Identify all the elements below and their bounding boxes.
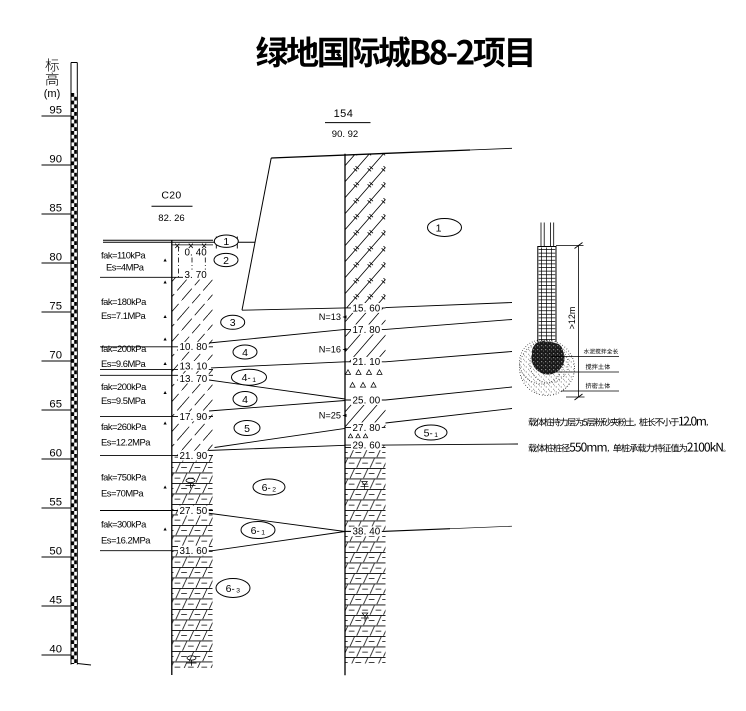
svg-text:0. 40: 0. 40 [185,247,208,258]
svg-text:70: 70 [49,350,62,362]
svg-text:5: 5 [244,423,250,435]
svg-text:40: 40 [49,644,62,656]
svg-text:1: 1 [252,377,256,384]
svg-text:1: 1 [223,236,229,248]
svg-text:13. 10: 13. 10 [180,361,208,372]
svg-text:90: 90 [49,154,62,166]
svg-text:Es=7.1MPa: Es=7.1MPa [101,310,147,321]
svg-text:(m): (m) [44,88,61,100]
svg-text:80: 80 [49,252,62,264]
svg-text:-: - [268,483,271,494]
svg-text:31. 60: 31. 60 [180,546,208,557]
svg-text:10. 80: 10. 80 [180,342,208,353]
svg-text:3. 70: 3. 70 [185,270,208,281]
svg-text:90. 92: 90. 92 [332,129,358,140]
svg-text:fak=180kPa: fak=180kPa [101,296,147,307]
svg-text:15. 60: 15. 60 [353,303,381,314]
svg-text:4: 4 [242,372,248,384]
svg-text:-: - [232,584,235,595]
svg-text:55: 55 [49,497,62,509]
svg-text:-: - [248,373,251,384]
svg-text:fak=110kPa: fak=110kPa [101,249,146,260]
svg-text:4: 4 [242,394,248,406]
svg-text:60: 60 [49,448,62,460]
svg-text:-: - [257,526,260,537]
svg-text:Es=9.5MPa: Es=9.5MPa [101,395,147,406]
svg-text:N=13: N=13 [319,312,341,322]
svg-text:fak=750kPa: fak=750kPa [101,472,147,483]
svg-text:C20: C20 [161,190,181,202]
svg-text:82. 26: 82. 26 [158,213,184,224]
svg-text:85: 85 [49,203,62,215]
svg-text:25. 00: 25. 00 [353,395,381,406]
svg-text:75: 75 [49,301,62,313]
svg-text:Es=9.6MPa: Es=9.6MPa [101,358,147,369]
svg-text:27. 50: 27. 50 [180,506,208,517]
svg-text:1: 1 [434,432,438,439]
svg-text:13. 70: 13. 70 [180,374,208,385]
svg-text:38. 40: 38. 40 [353,527,381,538]
svg-text:65: 65 [49,399,62,411]
svg-text:-: - [430,429,433,440]
svg-text:50: 50 [49,546,62,558]
svg-text:fak=260kPa: fak=260kPa [101,421,147,432]
svg-text:6: 6 [262,482,268,494]
svg-text:17. 90: 17. 90 [180,412,208,423]
svg-text:1: 1 [436,222,442,234]
svg-text:27. 80: 27. 80 [353,423,381,434]
svg-text:45: 45 [49,595,62,607]
svg-text:N=25: N=25 [319,411,341,421]
svg-text:fak=200kPa: fak=200kPa [101,381,147,392]
svg-text:17. 80: 17. 80 [353,325,381,336]
svg-text:6: 6 [251,525,257,537]
svg-text:fak=300kPa: fak=300kPa [101,519,147,530]
svg-text:Es=16.2MPa: Es=16.2MPa [101,535,151,546]
svg-text:>12m: >12m [567,307,577,330]
svg-text:3: 3 [230,317,236,329]
svg-text:95: 95 [49,105,62,117]
svg-text:Es=12.2MPa: Es=12.2MPa [101,437,151,448]
svg-text:21. 10: 21. 10 [353,357,381,368]
svg-text:fak=200kPa: fak=200kPa [101,343,147,354]
svg-text:1: 1 [261,530,265,537]
svg-text:3: 3 [236,588,240,595]
svg-text:Es=4MPa: Es=4MPa [106,262,145,273]
svg-text:6: 6 [226,583,232,595]
svg-text:Es=70MPa: Es=70MPa [101,488,144,499]
svg-text:2: 2 [223,255,229,267]
svg-text:4: 4 [242,347,248,359]
svg-text:N=16: N=16 [319,345,341,355]
svg-text:29. 60: 29. 60 [353,441,381,452]
svg-text:21. 90: 21. 90 [180,451,208,462]
svg-text:154: 154 [334,108,354,120]
svg-text:2: 2 [272,487,276,494]
svg-text:5: 5 [424,427,430,439]
